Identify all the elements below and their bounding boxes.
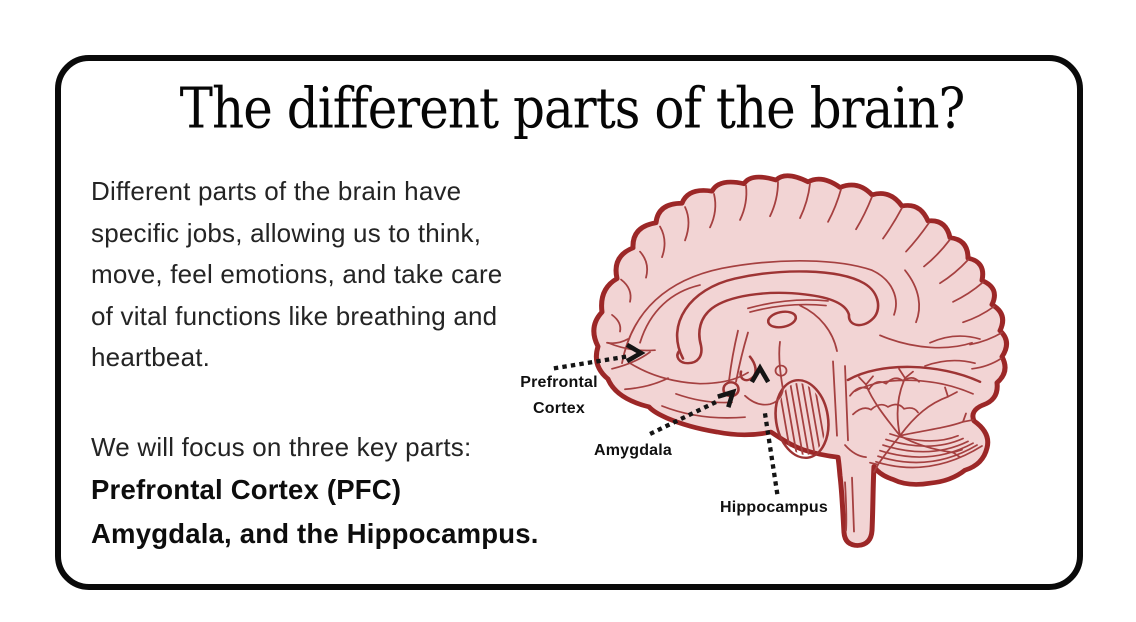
prefrontal-cortex-label-line2: Cortex	[533, 400, 585, 417]
fornix-line	[747, 299, 829, 310]
page-title: The different parts of the brain?	[179, 76, 966, 141]
brainstem-line	[844, 481, 848, 532]
prefrontal-cortex-arrowhead	[625, 342, 646, 364]
brainstem-line	[851, 476, 855, 533]
intro-line: of vital functions like breathing and	[91, 300, 498, 331]
brain-drawing	[591, 173, 1009, 548]
hypothalamus-valley-line	[744, 340, 784, 406]
focus-line-bold: Prefrontal Cortex (PFC)	[91, 474, 402, 505]
intro-line: heartbeat.	[91, 342, 211, 373]
cortex-sulci	[606, 181, 1003, 419]
amygdala-label: Amygdala	[593, 442, 673, 459]
intro-line: move, feel emotions, and take care	[91, 259, 503, 290]
brain-outline-shape	[591, 173, 1009, 548]
intro-paragraph: Different parts of the brain have specif…	[91, 171, 502, 379]
intro-line: specific jobs, allowing us to think,	[91, 217, 482, 248]
thalamus-line	[799, 304, 838, 352]
pointer-arrows	[553, 342, 780, 495]
cerebellum-boundary	[854, 379, 974, 395]
cerebellum-boundary	[846, 365, 982, 384]
corpus-callosum-line	[675, 270, 880, 365]
hippocampus-arrow	[761, 404, 780, 495]
focus-line-bold: Amygdala, and the Hippocampus.	[91, 517, 539, 549]
prefrontal-cortex-arrow	[553, 354, 627, 371]
fornix-line	[749, 303, 827, 313]
prefrontal-cortex-label-line1: Prefrontal	[520, 374, 598, 391]
hippocampus-arrowhead	[749, 363, 771, 384]
cerebellum-arbor-vitae	[849, 367, 974, 473]
cerebellum-laminae	[875, 433, 983, 469]
brain-illustration	[553, 173, 1009, 548]
mammillary-body	[774, 364, 788, 377]
fourth-ventricle-line	[844, 444, 867, 458]
pituitary-stalk-line	[728, 329, 739, 382]
hippocampus-label: Hippocampus	[720, 499, 828, 516]
midbrain-line	[832, 360, 838, 437]
pons-shape	[774, 378, 830, 460]
amygdala-arrow	[649, 398, 721, 436]
thalamus-oval	[766, 310, 798, 329]
prefrontal-cortex-label: Prefrontal Cortex	[489, 370, 629, 422]
focus-line: We will focus on three key parts:	[91, 432, 472, 462]
focus-paragraph: We will focus on three key parts: Prefro…	[91, 426, 539, 555]
midbrain-line	[844, 365, 849, 442]
intro-line: Different parts of the brain have	[91, 176, 462, 206]
amygdala-arrowhead	[717, 388, 737, 408]
